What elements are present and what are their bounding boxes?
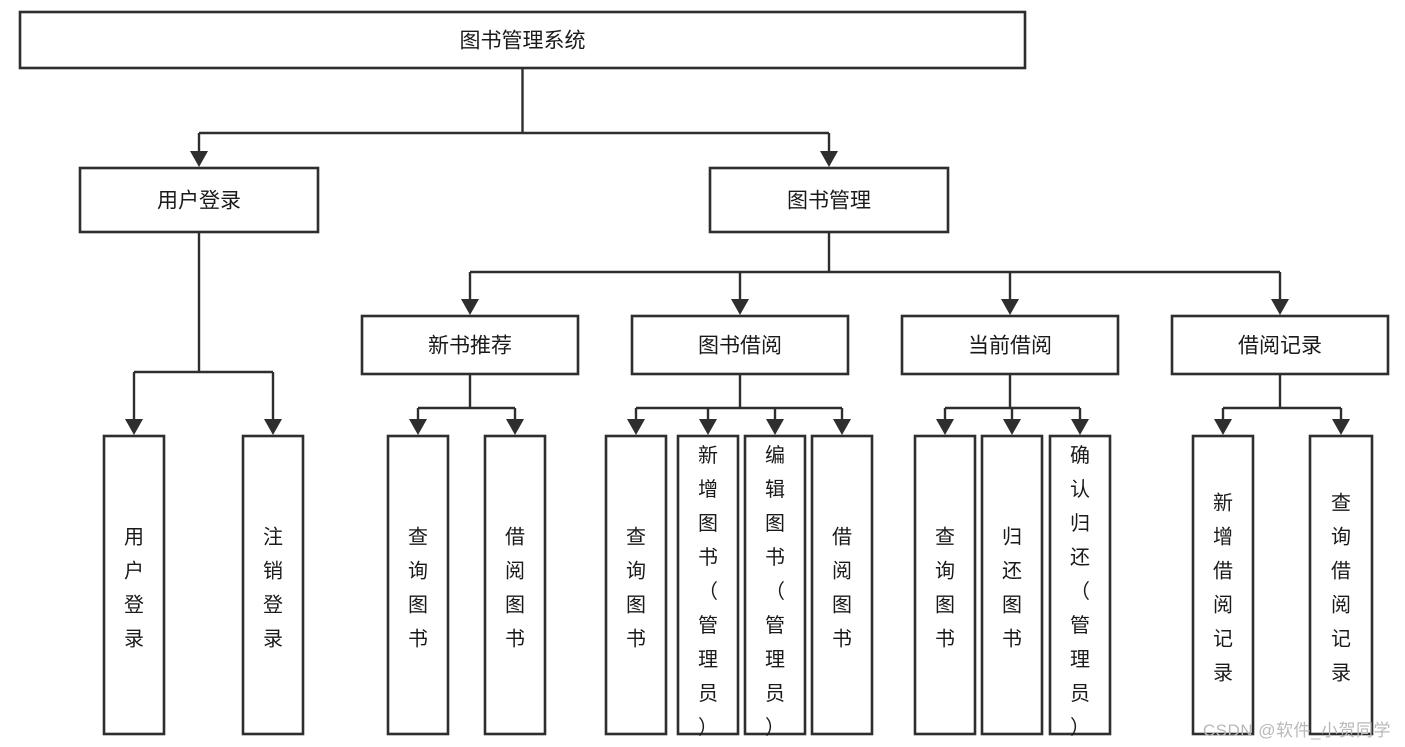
arrow-to-leaf-query-book-3 [936,419,954,435]
node-leaf-query-book-3[interactable]: 查询图书 [913,434,977,736]
node-leaf-borrow-book-2[interactable]: 借阅图书 [810,434,874,736]
node-leaf-query-borrow-record[interactable]: 查询借阅记录 [1308,434,1374,736]
node-label-leaf-user-logout: 注销登录 [263,526,283,651]
node-box-leaf-query-book-1 [386,434,450,736]
node-box-leaf-query-book-3 [913,434,977,736]
node-box-leaf-borrow-book-2 [810,434,874,736]
arrow-to-book-manage [820,151,838,167]
arrow-to-current-borrow [1001,299,1019,315]
node-root[interactable]: 图书管理系统 [18,10,1027,70]
node-box-leaf-user-login [102,434,166,736]
connector-lines-layer [125,68,1350,435]
arrow-to-leaf-query-borrow-record [1332,419,1350,435]
node-box-leaf-borrow-book-1 [483,434,547,736]
node-label-new-book-recommend: 新书推荐 [428,335,512,358]
node-box-leaf-edit-book [743,434,807,736]
arrow-to-new-book-recommend [461,299,479,315]
node-label-leaf-query-book-1: 查询图书 [408,526,428,651]
node-label-book-borrow: 图书借阅 [698,335,782,358]
node-user-login[interactable]: 用户登录 [78,166,320,234]
node-new-book-recommend[interactable]: 新书推荐 [360,314,580,376]
node-leaf-borrow-book-1[interactable]: 借阅图书 [483,434,547,736]
arrow-to-borrow-record [1271,299,1289,315]
node-label-leaf-borrow-book-1: 借阅图书 [505,526,525,651]
arrow-to-leaf-borrow-book-1 [506,419,524,435]
arrow-to-user-login [190,151,208,167]
node-label-leaf-add-borrow-record: 新增借阅记录 [1213,492,1233,685]
node-label-leaf-query-book-2: 查询图书 [626,526,646,651]
node-label-root: 图书管理系统 [460,30,586,53]
node-box-root [18,10,1027,70]
node-label-leaf-query-book-3: 查询图书 [935,526,955,651]
arrow-to-leaf-borrow-book-2 [833,419,851,435]
node-leaf-edit-book[interactable]: 编辑图书（管理员） [743,434,807,739]
node-box-leaf-return-book [980,434,1044,736]
node-box-leaf-query-book-2 [604,434,668,736]
node-book-manage[interactable]: 图书管理 [708,166,950,234]
node-borrow-record[interactable]: 借阅记录 [1170,314,1390,376]
node-leaf-user-login[interactable]: 用户登录 [102,434,166,736]
node-leaf-query-book-2[interactable]: 查询图书 [604,434,668,736]
node-label-borrow-record: 借阅记录 [1238,335,1322,358]
node-label-leaf-confirm-return: 确认归还（管理员） [1070,444,1090,739]
node-label-leaf-return-book: 归还图书 [1002,526,1022,651]
node-label-current-borrow: 当前借阅 [968,335,1052,358]
node-box-leaf-add-borrow-record [1191,434,1255,736]
arrow-to-leaf-user-login [125,419,143,435]
node-leaf-add-borrow-record[interactable]: 新增借阅记录 [1191,434,1255,736]
node-leaf-add-book[interactable]: 新增图书（管理员） [676,434,740,739]
node-label-book-manage: 图书管理 [787,190,871,213]
node-box-book-borrow [630,314,850,376]
node-box-leaf-confirm-return [1048,434,1112,736]
arrow-to-leaf-add-book [699,419,717,435]
node-leaf-return-book[interactable]: 归还图书 [980,434,1044,736]
arrow-to-leaf-user-logout [264,419,282,435]
node-label-leaf-edit-book: 编辑图书（管理员） [765,444,785,739]
node-label-leaf-add-book: 新增图书（管理员） [698,444,718,739]
node-box-leaf-add-book [676,434,740,736]
node-label-leaf-query-borrow-record: 查询借阅记录 [1331,492,1351,685]
arrow-to-leaf-query-book-2 [627,419,645,435]
arrow-to-leaf-confirm-return [1071,419,1089,435]
node-box-borrow-record [1170,314,1390,376]
arrow-to-leaf-return-book [1003,419,1021,435]
node-leaf-query-book-1[interactable]: 查询图书 [386,434,450,736]
node-book-borrow[interactable]: 图书借阅 [630,314,850,376]
node-leaf-user-logout[interactable]: 注销登录 [241,434,305,736]
node-box-leaf-user-logout [241,434,305,736]
node-box-current-borrow [900,314,1120,376]
node-label-user-login: 用户登录 [157,190,241,213]
node-label-leaf-user-login: 用户登录 [124,527,144,651]
arrow-to-leaf-query-book-1 [409,419,427,435]
node-box-user-login [78,166,320,234]
arrow-to-leaf-add-borrow-record [1214,419,1232,435]
arrow-to-book-borrow [731,299,749,315]
node-box-leaf-query-borrow-record [1308,434,1374,736]
node-boxes-layer: 图书管理系统用户登录图书管理新书推荐图书借阅当前借阅借阅记录用户登录注销登录查询… [18,10,1390,739]
node-label-leaf-borrow-book-2: 借阅图书 [832,526,852,651]
node-box-book-manage [708,166,950,234]
node-leaf-confirm-return[interactable]: 确认归还（管理员） [1048,434,1112,739]
arrow-to-leaf-edit-book [766,419,784,435]
node-current-borrow[interactable]: 当前借阅 [900,314,1120,376]
node-box-new-book-recommend [360,314,580,376]
